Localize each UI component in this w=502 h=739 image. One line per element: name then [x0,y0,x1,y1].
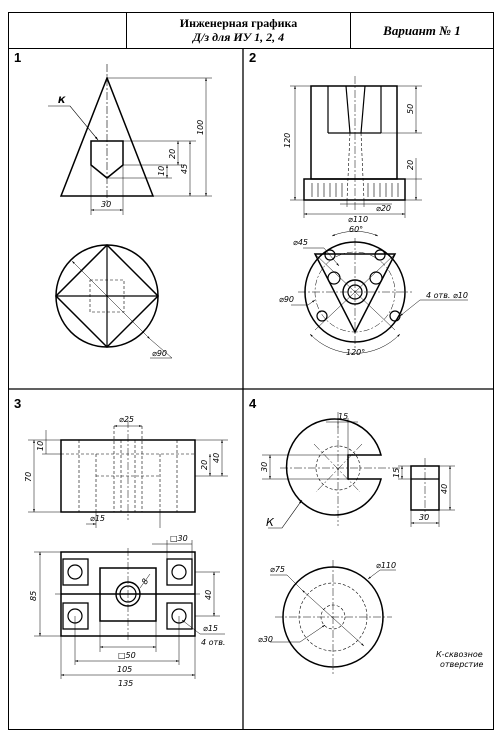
panel-2-dim-d110: ⌀110 [348,215,368,224]
panel-3-dim-40b: 40 [204,590,213,600]
panel-1-dim-20: 20 [168,149,177,159]
panel-3-top-view-labels: 85 □30 8 40 ⌀15 4 отв. □50 105 135 [29,534,225,688]
title-block: Инженерная графика Д/з для ИУ 1, 2, 4 Ва… [9,13,493,49]
panel-3-dim-sq50: □50 [118,651,136,660]
panel-2-front-view-labels: 120 50 20 ⌀110 ⌀20 [283,104,415,224]
panel-4-note-line1: К-сквозное [436,650,483,659]
panel-1-dim-30: 30 [101,200,111,209]
panel-3-dim-40: 40 [212,453,221,463]
panel-1-dim-10: 10 [157,166,166,176]
panel-2-dim-d20: ⌀20 [376,204,391,213]
panel-4-dim-d30: ⌀30 [258,635,273,644]
panel-4-front-side-labels: 15 30 15 40 30 К [260,412,449,529]
panel-number-4: 4 [249,396,257,411]
panel-2-dim-60deg: 60° [349,225,363,234]
variant-label: Вариант № 1 [383,22,461,38]
panel-3-dim-8: 8 [140,577,150,586]
panel-1-label-k: К [58,96,66,106]
panel-2-dim-50: 50 [406,104,415,114]
panel-4-note-line2: отверстие [440,660,484,669]
panel-1-front-view [48,64,212,215]
panel-3-dim-10: 10 [36,441,45,451]
panel-3-dim-70: 70 [24,472,33,482]
panel-2-front-view [290,76,422,218]
panel-4-dim-15b: 15 [392,468,401,478]
panel-4-dim-15: 15 [338,412,348,421]
title-block-title-cell: Инженерная графика Д/з для ИУ 1, 2, 4 [127,13,351,48]
panel-2-top-view-labels: 60° ⌀45 ⌀90 4 отв. ⌀10 120° [279,225,468,357]
panel-3-dim-135: 135 [118,679,133,688]
panel-4-dim-30b: 30 [419,513,429,522]
panel-4-dim-30: 30 [260,462,269,472]
panel-2-dim-holes: 4 отв. ⌀10 [426,291,468,300]
panel-3-dim-d15: ⌀15 [203,624,218,633]
panel-2-dim-d45: ⌀45 [293,238,308,247]
panel-4-top-view [270,560,396,674]
panel-1-dim-100: 100 [196,120,205,135]
panel-3-front-view [28,420,228,528]
panel-2-dim-120deg: 120° [346,348,365,357]
panel-4-dim-d110: ⌀110 [376,561,396,570]
panel-1-dim-45: 45 [180,164,189,174]
panel-1-front-view-labels: К 100 45 20 10 30 [58,96,205,209]
panel-3-dim-4holes: 4 отв. [201,638,225,647]
panel-1-dim-d90: ⌀90 [152,349,167,358]
title-block-empty-cell [9,13,127,48]
panel-2-dim-d90: ⌀90 [279,295,294,304]
panel-3-dim-105: 105 [117,665,132,674]
sheet-subtitle: Д/з для ИУ 1, 2, 4 [192,30,285,44]
panel-4-front-view [262,412,400,529]
panel-4-dim-40: 40 [440,484,449,494]
panel-3-dim-d25: ⌀25 [119,415,134,424]
panel-number-3: 3 [14,396,22,411]
panel-1-top-view-labels: ⌀90 [152,349,167,358]
panel-2-top-view [291,230,468,354]
panel-number-1: 1 [14,50,22,65]
panel-3-top-view [34,540,225,679]
panel-4-dim-d75: ⌀75 [270,565,285,574]
panel-3-dim-d15-top: ⌀15 [90,514,105,523]
panel-4-side-view [398,458,455,527]
panel-grid [8,48,494,730]
panel-1-top-view [54,243,173,359]
panel-4-top-view-labels: ⌀75 ⌀110 ⌀30 К-сквозное отверстие [258,561,484,669]
drawing-sheet: Инженерная графика Д/з для ИУ 1, 2, 4 Ва… [8,12,494,730]
panel-number-2: 2 [249,50,257,65]
sheet-title: Инженерная графика [179,16,298,30]
panel-4-label-k: К [266,516,275,529]
panel-2-dim-120: 120 [283,133,292,148]
panel-2-dim-20: 20 [406,160,415,170]
panel-3-front-view-labels: ⌀25 10 70 20 40 ⌀15 [24,415,221,523]
panel-3-dim-85: 85 [29,591,38,601]
panel-3-dim-sq30: □30 [170,534,188,543]
panel-3-dim-20: 20 [200,460,209,470]
